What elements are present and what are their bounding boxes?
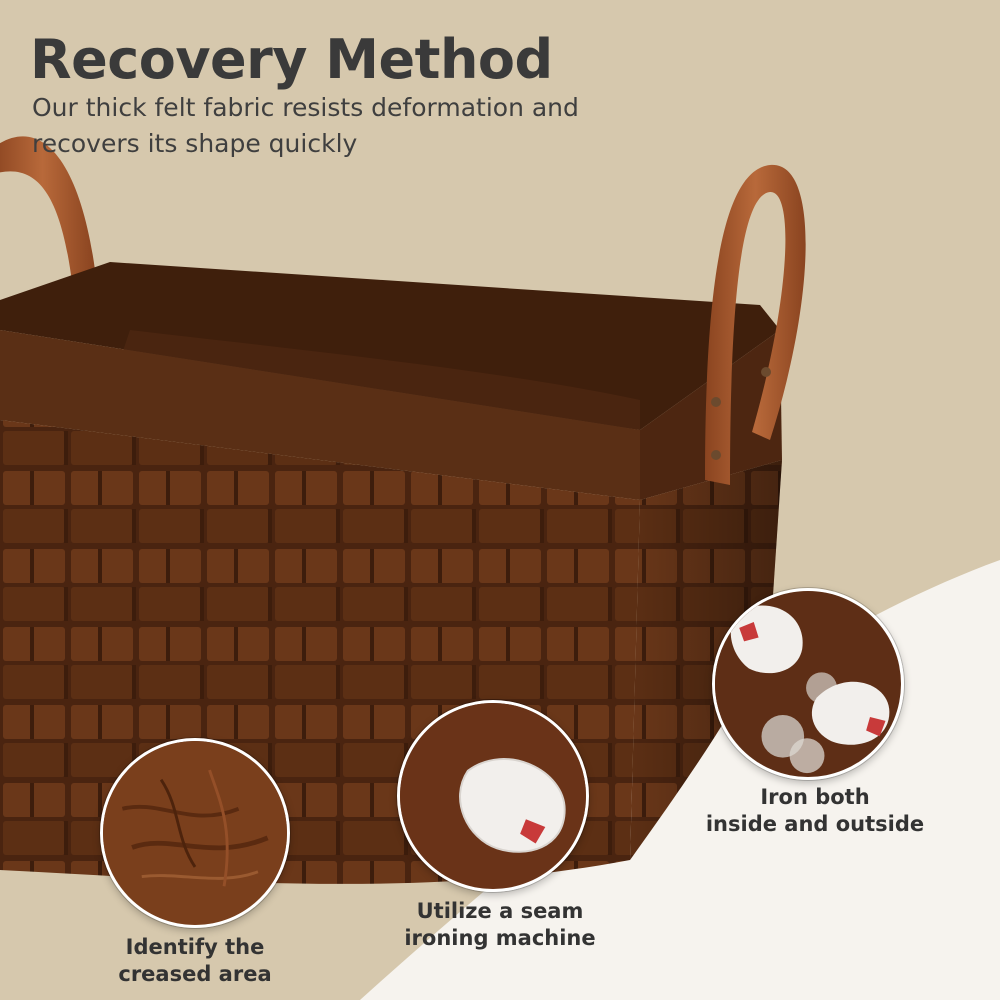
creased-felt-icon <box>103 741 287 925</box>
step-1-caption: Identify the creased area <box>95 934 295 988</box>
step-2-caption: Utilize a seam ironing machine <box>380 898 620 952</box>
steam-iron-both-sides-icon <box>715 591 901 777</box>
basket-front-band <box>0 330 640 500</box>
step-2-label-line-1: Utilize a seam <box>416 899 584 923</box>
page-title: Recovery Method <box>30 28 553 91</box>
right-leather-handle <box>705 164 806 485</box>
handle-rivet <box>711 450 721 460</box>
step-1-label-line-1: Identify the <box>125 935 265 959</box>
step-3-label-line-2: inside and outside <box>705 812 925 836</box>
page-subtitle: Our thick felt fabric resists deformatio… <box>32 93 579 158</box>
handle-rivet <box>711 397 721 407</box>
iron-both-sides-closeup <box>712 588 904 780</box>
creased-area-closeup <box>100 738 290 928</box>
ironing-machine-closeup <box>397 700 589 892</box>
step-1-label-line-2: creased area <box>118 962 272 986</box>
left-leather-handle <box>0 136 95 282</box>
step-2-label-line-2: ironing machine <box>404 926 596 950</box>
basket-interior <box>0 262 780 430</box>
steam-iron-icon <box>400 703 586 889</box>
step-3-caption: Iron both inside and outside <box>690 784 940 838</box>
handle-rivet <box>761 367 771 377</box>
step-3-label-line-1: Iron both <box>760 785 870 809</box>
